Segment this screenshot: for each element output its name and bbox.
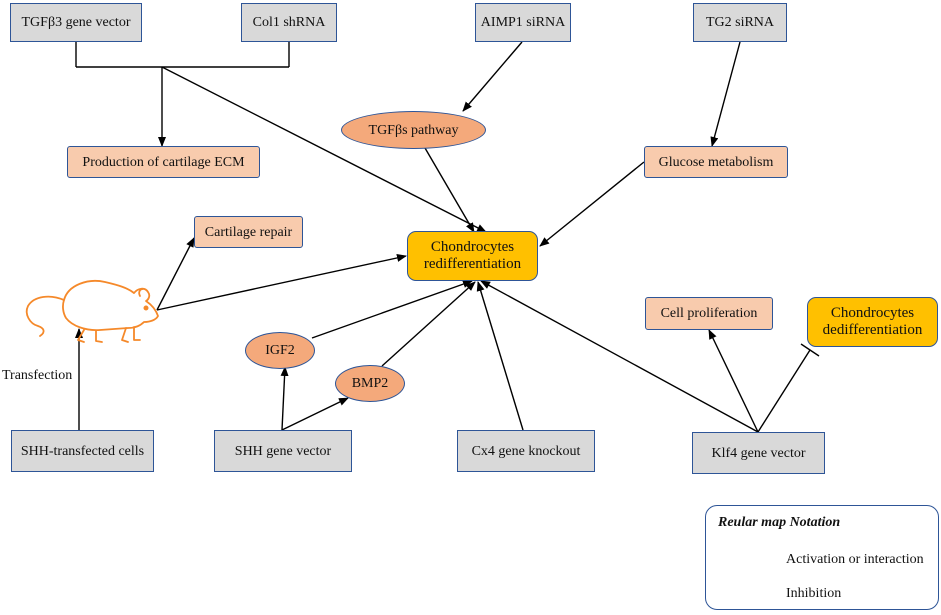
node-tgfb3-gene-vector: TGFβ3 gene vector [10, 3, 142, 42]
edge-shh-vector-to-igf2 [280, 366, 289, 431]
node-col1-shrna: Col1 shRNA [241, 3, 337, 42]
mouse-icon [25, 280, 159, 343]
node-klf4-gene-vector: Klf4 gene vector [692, 432, 825, 474]
node-tg2-sirna: TG2 siRNA [693, 3, 787, 42]
node-cx4-gene-knockout: Cx4 gene knockout [457, 430, 595, 472]
edge-glucose-to-redifferentiation [539, 161, 645, 247]
node-aimp1-sirna: AIMP1 siRNA [475, 3, 571, 42]
node-shh-gene-vector: SHH gene vector [214, 430, 352, 472]
legend-title: Reular map Notation [718, 515, 841, 530]
edge-klf4-to-cell-proliferation [708, 329, 759, 433]
node-tgfbs-pathway: TGFβs pathway [341, 111, 486, 149]
node-bmp2: BMP2 [335, 365, 405, 402]
node-shh-transfected-cells: SHH-transfected cells [11, 430, 154, 472]
edge-bracket-to-redifferentiation [161, 66, 487, 233]
node-igf2: IGF2 [245, 332, 315, 369]
node-chondrocytes-redifferentiation: Chondrocytes redifferentiation [407, 231, 538, 281]
edge-shh-vector-to-bmp2 [281, 397, 349, 431]
legend-activation-label: Activation or interaction [786, 552, 924, 567]
edge-tg2-to-glucose [710, 41, 741, 147]
node-cell-proliferation: Cell proliferation [645, 297, 773, 330]
node-glucose-metabolism: Glucose metabolism [644, 146, 788, 178]
edge-tgfbs-to-redifferentiation [424, 147, 475, 233]
edge-tgfb3-col1-bracket [75, 42, 290, 68]
edge-mouse-to-redifferentiation [156, 253, 407, 311]
legend: Reular map Notation Activation or intera… [705, 505, 939, 610]
edge-igf2-to-redifferentiation [311, 280, 473, 339]
node-cartilage-repair: Cartilage repair [194, 216, 303, 248]
edge-aimp1-to-tgfbs [462, 41, 523, 112]
edge-mouse-to-cartilage-repair [156, 237, 195, 311]
edge-cx4-to-redifferentiation [476, 281, 524, 431]
edge-klf4-inhibits-dedifferentiation [757, 343, 820, 433]
node-chondrocytes-dedifferentiation: Chondrocytes dedifferentiation [807, 297, 938, 347]
transfection-label: Transfection [2, 368, 73, 383]
node-production-cartilage-ecm: Production of cartilage ECM [67, 146, 260, 178]
legend-inhibition-label: Inhibition [786, 586, 842, 601]
edge-bmp2-to-redifferentiation [381, 281, 476, 367]
edge-klf4-to-redifferentiation [480, 280, 759, 433]
